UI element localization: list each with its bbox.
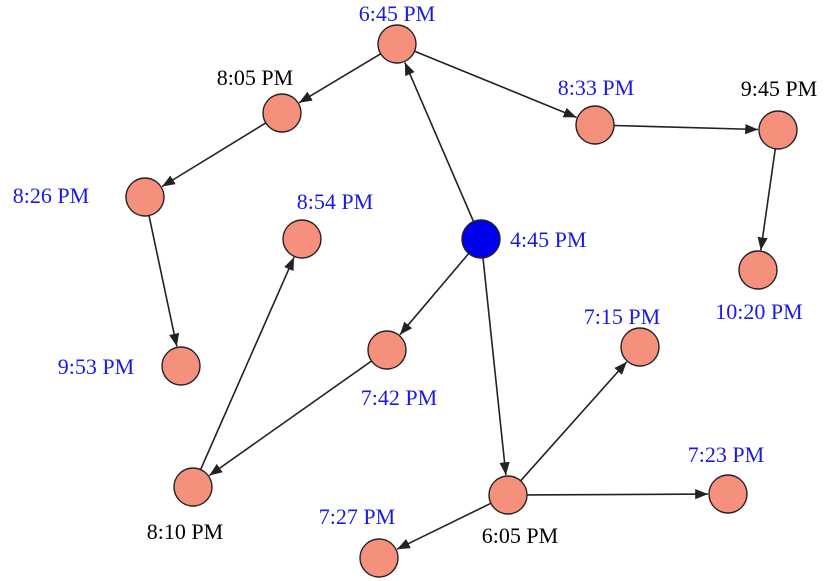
edges-layer [148, 50, 777, 550]
node-n945 [758, 110, 798, 150]
node-label-n854: 8:54 PM [297, 189, 373, 214]
node-label-n742: 7:42 PM [361, 385, 437, 410]
node-label-n833: 8:33 PM [558, 75, 634, 100]
node-n810 [173, 467, 213, 507]
node-label-n605: 6:05 PM [482, 523, 558, 548]
nodes-layer [125, 24, 798, 578]
edge-n810-to-n854 [199, 256, 295, 470]
edge-n605-to-n727 [396, 502, 492, 550]
node-n1020 [738, 250, 778, 290]
node-n645 [377, 24, 417, 64]
edge-n445-to-n605 [482, 257, 510, 476]
edge-n826-to-n953 [148, 215, 180, 347]
node-label-n810: 8:10 PM [147, 519, 223, 544]
node-n605 [488, 475, 528, 515]
node-label-n805: 8:05 PM [217, 65, 293, 90]
labels-layer: 4:45 PM 6:45 PM 8:05 PM 8:33 PM 9:45 PM 8:26 … [13, 1, 817, 548]
edge-n833-to-n945 [613, 124, 759, 135]
edge-n645-to-n833 [414, 50, 577, 119]
node-n727 [359, 538, 399, 578]
edge-n742-to-n810 [208, 360, 372, 477]
edge-n605-to-n723 [526, 489, 709, 500]
node-n742 [367, 330, 407, 370]
edge-n445-to-n645 [404, 62, 475, 222]
node-label-n723: 7:23 PM [688, 442, 764, 467]
node-n833 [575, 105, 615, 145]
edge-n805-to-n826 [161, 122, 267, 188]
node-label-n645: 6:45 PM [359, 1, 435, 26]
node-label-n953: 9:53 PM [58, 354, 134, 379]
node-n854 [282, 219, 322, 259]
node-n723 [708, 474, 748, 514]
node-label-n445: 4:45 PM [510, 227, 586, 252]
node-label-n727: 7:27 PM [319, 504, 395, 529]
node-n805 [262, 93, 302, 133]
node-label-n826: 8:26 PM [13, 183, 89, 208]
node-label-n945: 9:45 PM [741, 76, 817, 101]
edge-n605-to-n715 [520, 361, 628, 482]
node-label-n1020: 10:20 PM [715, 299, 802, 324]
root-node [461, 219, 501, 259]
node-n826 [125, 177, 165, 217]
edge-n945-to-n1020 [757, 148, 777, 251]
node-n953 [161, 346, 201, 386]
node-n715 [620, 327, 660, 367]
edge-n645-to-n805 [298, 53, 382, 104]
edge-n445-to-n742 [399, 252, 470, 336]
node-label-n715: 7:15 PM [584, 304, 660, 329]
